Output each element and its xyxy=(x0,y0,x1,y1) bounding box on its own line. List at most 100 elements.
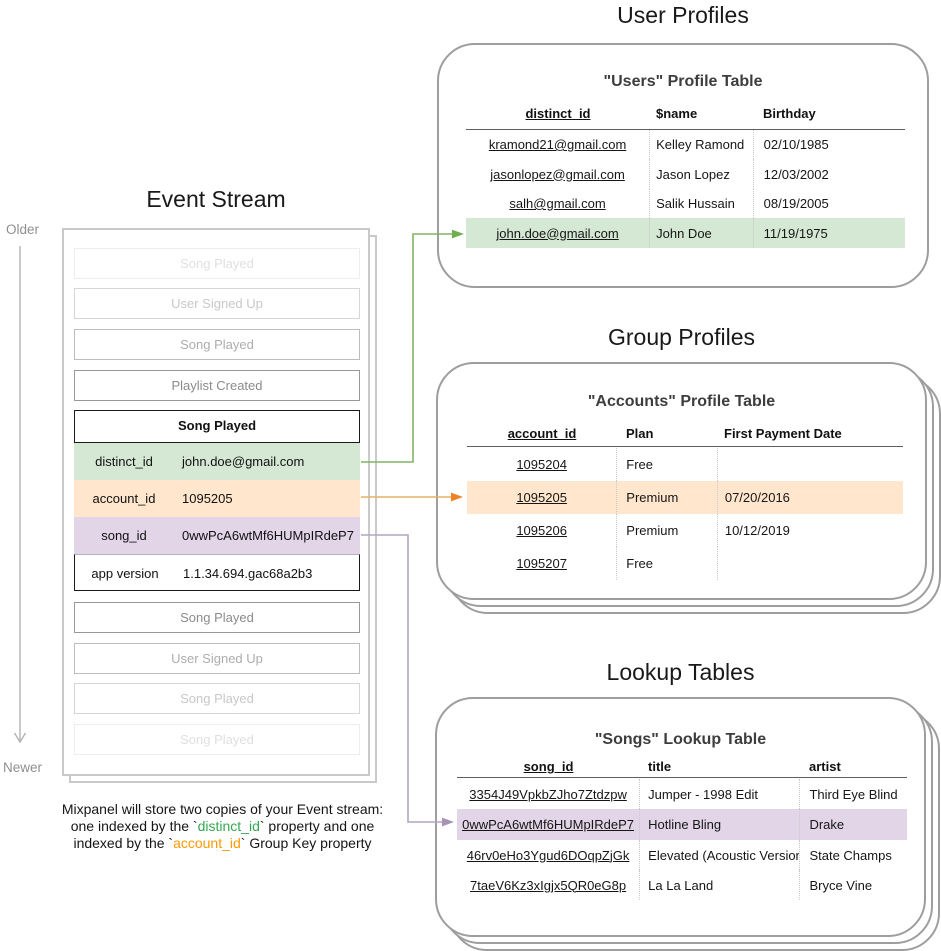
column-divider xyxy=(716,481,718,514)
column-divider xyxy=(649,189,651,218)
song-id-cell: 46rv0eHo3Ygud6DOqpZjGk xyxy=(466,847,630,863)
column-divider xyxy=(799,870,801,900)
column-divider xyxy=(616,448,618,481)
column-header: distinct_id xyxy=(525,106,591,121)
column-divider xyxy=(752,159,754,189)
header-separator xyxy=(467,446,903,447)
timeline-arrow xyxy=(13,246,27,744)
users-table-title: "Users" Profile Table xyxy=(603,73,763,90)
birthday-cell: 02/10/1985 xyxy=(763,137,829,152)
event-box: Song Played xyxy=(74,248,360,279)
column-divider xyxy=(649,218,651,248)
account-id-cell: 1095206 xyxy=(516,523,567,538)
group-profiles-title: Group Profiles xyxy=(607,324,755,350)
distinct-id-cell: john.doe@gmail.com xyxy=(496,225,619,241)
users-table-header: distinct_id $name Birthday xyxy=(466,100,905,127)
caption-line: Mixpanel will store two copies of your E… xyxy=(61,801,384,817)
distinct-id-cell: jasonlopez@gmail.com xyxy=(490,166,625,182)
account-id-cell: 1095204 xyxy=(516,457,567,472)
artist-cell: Drake xyxy=(809,817,845,832)
table-row: 1095207 Free xyxy=(467,547,903,580)
table-row: 1095206 Premium 10/12/2019 xyxy=(467,514,903,547)
event-property-row-distinct-id: distinct_id john.doe@gmail.com xyxy=(74,443,360,480)
name-cell: Salik Hussain xyxy=(656,196,735,211)
event-box: User Signed Up xyxy=(74,643,360,674)
artist-cell: Third Eye Blind xyxy=(809,786,898,802)
column-divider xyxy=(616,547,618,580)
event-property-row-account-id: account_id 1095205 xyxy=(74,480,360,517)
column-divider xyxy=(639,870,641,900)
table-row-highlighted: 1095205 Premium 07/20/2016 xyxy=(467,481,903,514)
column-header: title xyxy=(648,759,672,774)
birthday-cell: 08/19/2005 xyxy=(763,196,829,211)
plan-cell: Free xyxy=(626,556,654,571)
distinct-id-cell: salh@gmail.com xyxy=(509,196,606,211)
event-box: User Signed Up xyxy=(74,288,360,319)
column-divider xyxy=(639,779,641,809)
songs-table-title: "Songs" Lookup Table xyxy=(594,731,767,748)
column-divider xyxy=(799,779,801,809)
caption-text: ` Group Key property xyxy=(240,835,372,851)
accounts-table-title: "Accounts" Profile Table xyxy=(587,393,776,410)
name-cell: Kelley Ramond xyxy=(656,137,745,152)
event-stream-title: Event Stream xyxy=(146,186,286,212)
expanded-event-title: Song Played xyxy=(74,410,360,443)
property-key: account_id xyxy=(92,491,156,506)
account-id-cell: 1095207 xyxy=(516,556,567,571)
property-value: john.doe@gmail.com xyxy=(182,454,305,469)
expanded-event-table: Song Played distinct_id john.doe@gmail.c… xyxy=(74,410,360,591)
plan-cell: Premium xyxy=(626,523,679,538)
table-row: jasonlopez@gmail.com Jason Lopez 12/03/2… xyxy=(466,159,905,189)
event-box: Playlist Created xyxy=(74,370,360,401)
timeline-older-label: Older xyxy=(6,222,40,237)
song-title-cell: La La Land xyxy=(648,877,714,893)
column-divider xyxy=(616,514,618,547)
column-divider xyxy=(716,448,718,481)
table-row: kramond21@gmail.com Kelley Ramond 02/10/… xyxy=(466,130,905,159)
plan-cell: Free xyxy=(626,457,654,472)
column-header: $name xyxy=(656,106,698,121)
column-divider xyxy=(616,481,618,514)
table-row-highlighted: 0wwPcA6wtMf6HUMpIRdeP7 Hotline Bling Dra… xyxy=(457,809,907,840)
caption-line: indexed by the `account_id` Group Key pr… xyxy=(25,835,420,852)
event-box: Song Played xyxy=(74,683,360,714)
property-key: song_id xyxy=(101,528,147,543)
song-id-cell: 7taeV6Kz3xIgjx5QR0eG8p xyxy=(470,877,627,893)
event-property-row-song-id: song_id 0wwPcA6wtMf6HUMpIRdeP7 xyxy=(74,517,360,554)
column-header: song_id xyxy=(523,759,574,774)
column-divider xyxy=(716,547,718,580)
song-id-cell: 0wwPcA6wtMf6HUMpIRdeP7 xyxy=(462,817,635,832)
songs-table-header: song_id title artist xyxy=(457,754,907,779)
table-row-highlighted: john.doe@gmail.com John Doe 11/19/1975 xyxy=(466,218,905,248)
song-title-cell: Hotline Bling xyxy=(648,817,722,832)
column-divider xyxy=(799,809,801,840)
column-divider xyxy=(649,130,651,159)
column-header: Plan xyxy=(626,425,654,441)
name-cell: Jason Lopez xyxy=(656,166,730,182)
distinct-id-token: distinct_id xyxy=(197,818,260,834)
plan-cell: Premium xyxy=(626,490,679,505)
property-value: 0wwPcA6wtMf6HUMpIRdeP7 xyxy=(182,528,354,543)
event-box: Song Played xyxy=(74,329,360,360)
caption-line: one indexed by the `distinct_id` propert… xyxy=(25,818,420,835)
column-header: artist xyxy=(809,759,841,774)
event-box: Song Played xyxy=(74,602,360,633)
event-box: Song Played xyxy=(74,724,360,755)
header-separator xyxy=(466,129,905,130)
table-row: 3354J49VpkbZJho7Ztdzpw Jumper - 1998 Edi… xyxy=(457,779,907,809)
song-title-cell: Jumper - 1998 Edit xyxy=(648,786,758,802)
column-divider xyxy=(799,840,801,870)
property-key: app version xyxy=(91,566,159,581)
column-header: account_id xyxy=(507,425,577,441)
table-row: 1095204 Free xyxy=(467,448,903,481)
payment-date-cell: 10/12/2019 xyxy=(724,523,790,538)
column-header: First Payment Date xyxy=(724,425,842,441)
accounts-table-header: account_id Plan First Payment Date xyxy=(467,420,903,446)
property-key: distinct_id xyxy=(95,454,153,469)
song-id-cell: 3354J49VpkbZJho7Ztdzpw xyxy=(469,786,627,802)
distinct-id-cell: kramond21@gmail.com xyxy=(488,137,627,152)
account-id-cell: 1095205 xyxy=(516,490,567,505)
column-divider xyxy=(716,514,718,547)
name-cell: John Doe xyxy=(656,225,712,241)
